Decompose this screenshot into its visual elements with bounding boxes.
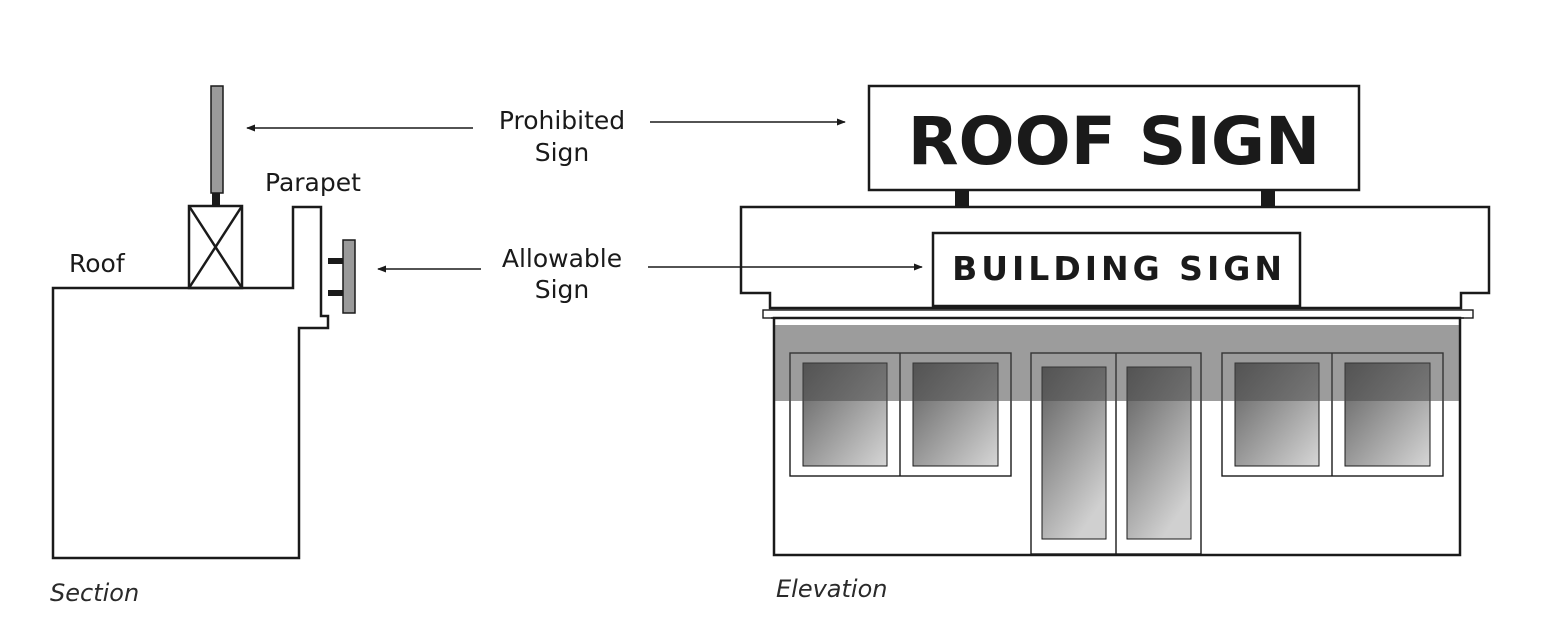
allowable-label-line1: Allowable [502,244,622,273]
roof-sign-post [212,193,220,207]
awning-band [775,325,1459,401]
prohibited-label-line1: Prohibited [499,106,625,135]
section-view: Roof Parapet Section [50,85,361,607]
storefront-wall [772,316,1462,557]
elevation-view: ROOF SIGN BUILDING SIGN Elevation [739,84,1491,603]
roof-label: Roof [69,249,126,278]
callouts: Prohibited Sign Allowable Sign [246,106,923,304]
building-sign-text: BUILDING SIGN [952,249,1286,288]
prohibited-sign-profile [210,85,224,194]
prohibited-label-line2: Sign [535,138,590,167]
roof-sign-panel [867,84,1361,192]
section-caption: Section [50,579,139,607]
roof-sign-text: ROOF SIGN [908,103,1321,180]
wall-bracket [328,290,344,296]
parapet-fascia [739,205,1491,310]
allowable-label-line2: Sign [535,275,590,304]
support-brace [187,205,244,289]
allowable-sign-profile [342,239,356,314]
wall-bracket [328,258,344,264]
parapet-label: Parapet [265,168,361,197]
elevation-caption: Elevation [776,575,887,603]
building-sign-panel [931,231,1302,308]
roof-sign-leg [955,190,969,207]
roof-sign-leg [1261,190,1275,207]
